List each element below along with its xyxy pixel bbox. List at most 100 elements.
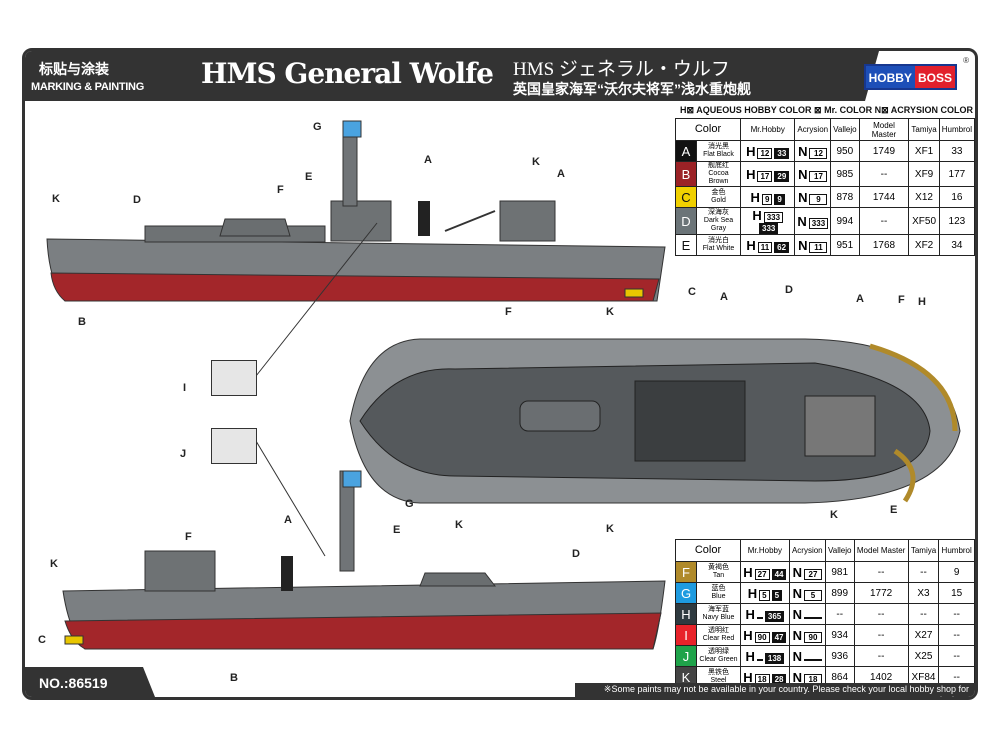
model-master-code: 1749 — [858, 140, 910, 162]
tamiya-code: -- — [907, 603, 940, 625]
model-master-code: -- — [853, 561, 909, 583]
tamiya-code: X25 — [907, 645, 940, 667]
color-name-cn: 黑铁色 — [708, 669, 729, 676]
logo-left: HOBBY — [865, 66, 915, 88]
color-code: F — [675, 561, 697, 583]
callout-f: F — [277, 184, 284, 196]
mr-color-number: 365 — [764, 610, 785, 622]
marking-label-cn: 标贴与涂装 — [39, 61, 109, 77]
color-name-en: Gold — [711, 197, 726, 204]
callout-a: A — [720, 291, 728, 303]
instruction-sheet: 标贴与涂装 MARKING & PAINTING HMS General Wol… — [22, 48, 978, 700]
color-name-cn: 蓝色 — [711, 585, 726, 592]
model-master-code: 1768 — [858, 234, 910, 256]
humbrol-code: -- — [938, 603, 975, 625]
callout-d: D — [133, 194, 141, 206]
humbrol-code: 33 — [938, 140, 975, 162]
color-name-en: Blue — [711, 593, 726, 600]
logo-right: BOSS — [914, 66, 955, 88]
acrysion-number: 27 — [803, 568, 822, 580]
humbrol-code: 16 — [938, 186, 975, 208]
callout-d: D — [572, 548, 580, 560]
model-master-code: -- — [853, 603, 909, 625]
callout-k: K — [830, 509, 838, 521]
humbrol-code: 15 — [938, 582, 975, 604]
color-name-en: Flat Black — [703, 151, 734, 158]
column-header: Color — [675, 118, 741, 141]
vallejo-code: 950 — [830, 140, 860, 162]
column-header: Vallejo — [824, 539, 855, 562]
vallejo-code: 994 — [830, 207, 860, 235]
color-name-cn: 深海灰 — [708, 209, 729, 216]
callout-k: K — [50, 558, 58, 570]
aqueous-number: 90 — [757, 632, 767, 642]
aqueous-number: 12 — [760, 148, 770, 158]
callout-b: B — [230, 672, 238, 684]
marking-label-en: MARKING & PAINTING — [31, 81, 144, 93]
aqueous-number: 11 — [760, 242, 770, 252]
callout-d: D — [785, 284, 793, 296]
color-code: E — [675, 234, 697, 256]
model-master-code: 1744 — [858, 186, 910, 208]
registered-mark: ® — [963, 56, 969, 65]
column-header: Model Master — [858, 118, 910, 141]
acrysion-number: 12 — [809, 147, 828, 159]
column-header: Humbrol — [938, 539, 975, 562]
acrysion-number — [803, 658, 822, 661]
callout-h: H — [918, 296, 926, 308]
humbrol-code: -- — [938, 645, 975, 667]
color-name-cn: 透明绿 — [708, 648, 729, 655]
callout-c: C — [688, 286, 696, 298]
acrysion-code: N — [788, 603, 826, 625]
vallejo-code: 899 — [824, 582, 855, 604]
color-name-cn: 黄褐色 — [708, 564, 729, 571]
color-name-cn: 海军蓝 — [708, 606, 729, 613]
tamiya-code: X12 — [908, 186, 940, 208]
column-header: Acrysion — [794, 118, 832, 141]
vallejo-code: -- — [824, 603, 855, 625]
color-code: B — [675, 161, 697, 187]
callout-k: K — [606, 523, 614, 535]
callout-f: F — [898, 294, 905, 306]
vallejo-code: 878 — [830, 186, 860, 208]
tamiya-code: X3 — [907, 582, 940, 604]
color-name-cn: 舰底红 — [708, 162, 729, 169]
mr-color-number: 44 — [771, 568, 787, 580]
aqueous-number: 18 — [757, 674, 767, 684]
color-name-cn: 消光白 — [708, 237, 729, 244]
column-header: Vallejo — [830, 118, 860, 141]
aqueous-number: 17 — [760, 171, 770, 181]
column-header: Model Master — [853, 539, 909, 562]
callout-a: A — [424, 154, 432, 166]
callout-g: G — [405, 498, 414, 510]
color-name-en: Clear Green — [699, 656, 738, 663]
tamiya-code: -- — [907, 561, 940, 583]
acrysion-number — [803, 616, 822, 619]
acrysion-number: 17 — [809, 170, 828, 182]
color-code: J — [675, 645, 697, 667]
model-master-code: 1772 — [853, 582, 909, 604]
tamiya-code: X27 — [907, 624, 940, 646]
acrysion-number: 11 — [809, 241, 828, 253]
mr-color-number: 33 — [774, 147, 790, 159]
color-code: G — [675, 582, 697, 604]
humbrol-code: -- — [938, 624, 975, 646]
